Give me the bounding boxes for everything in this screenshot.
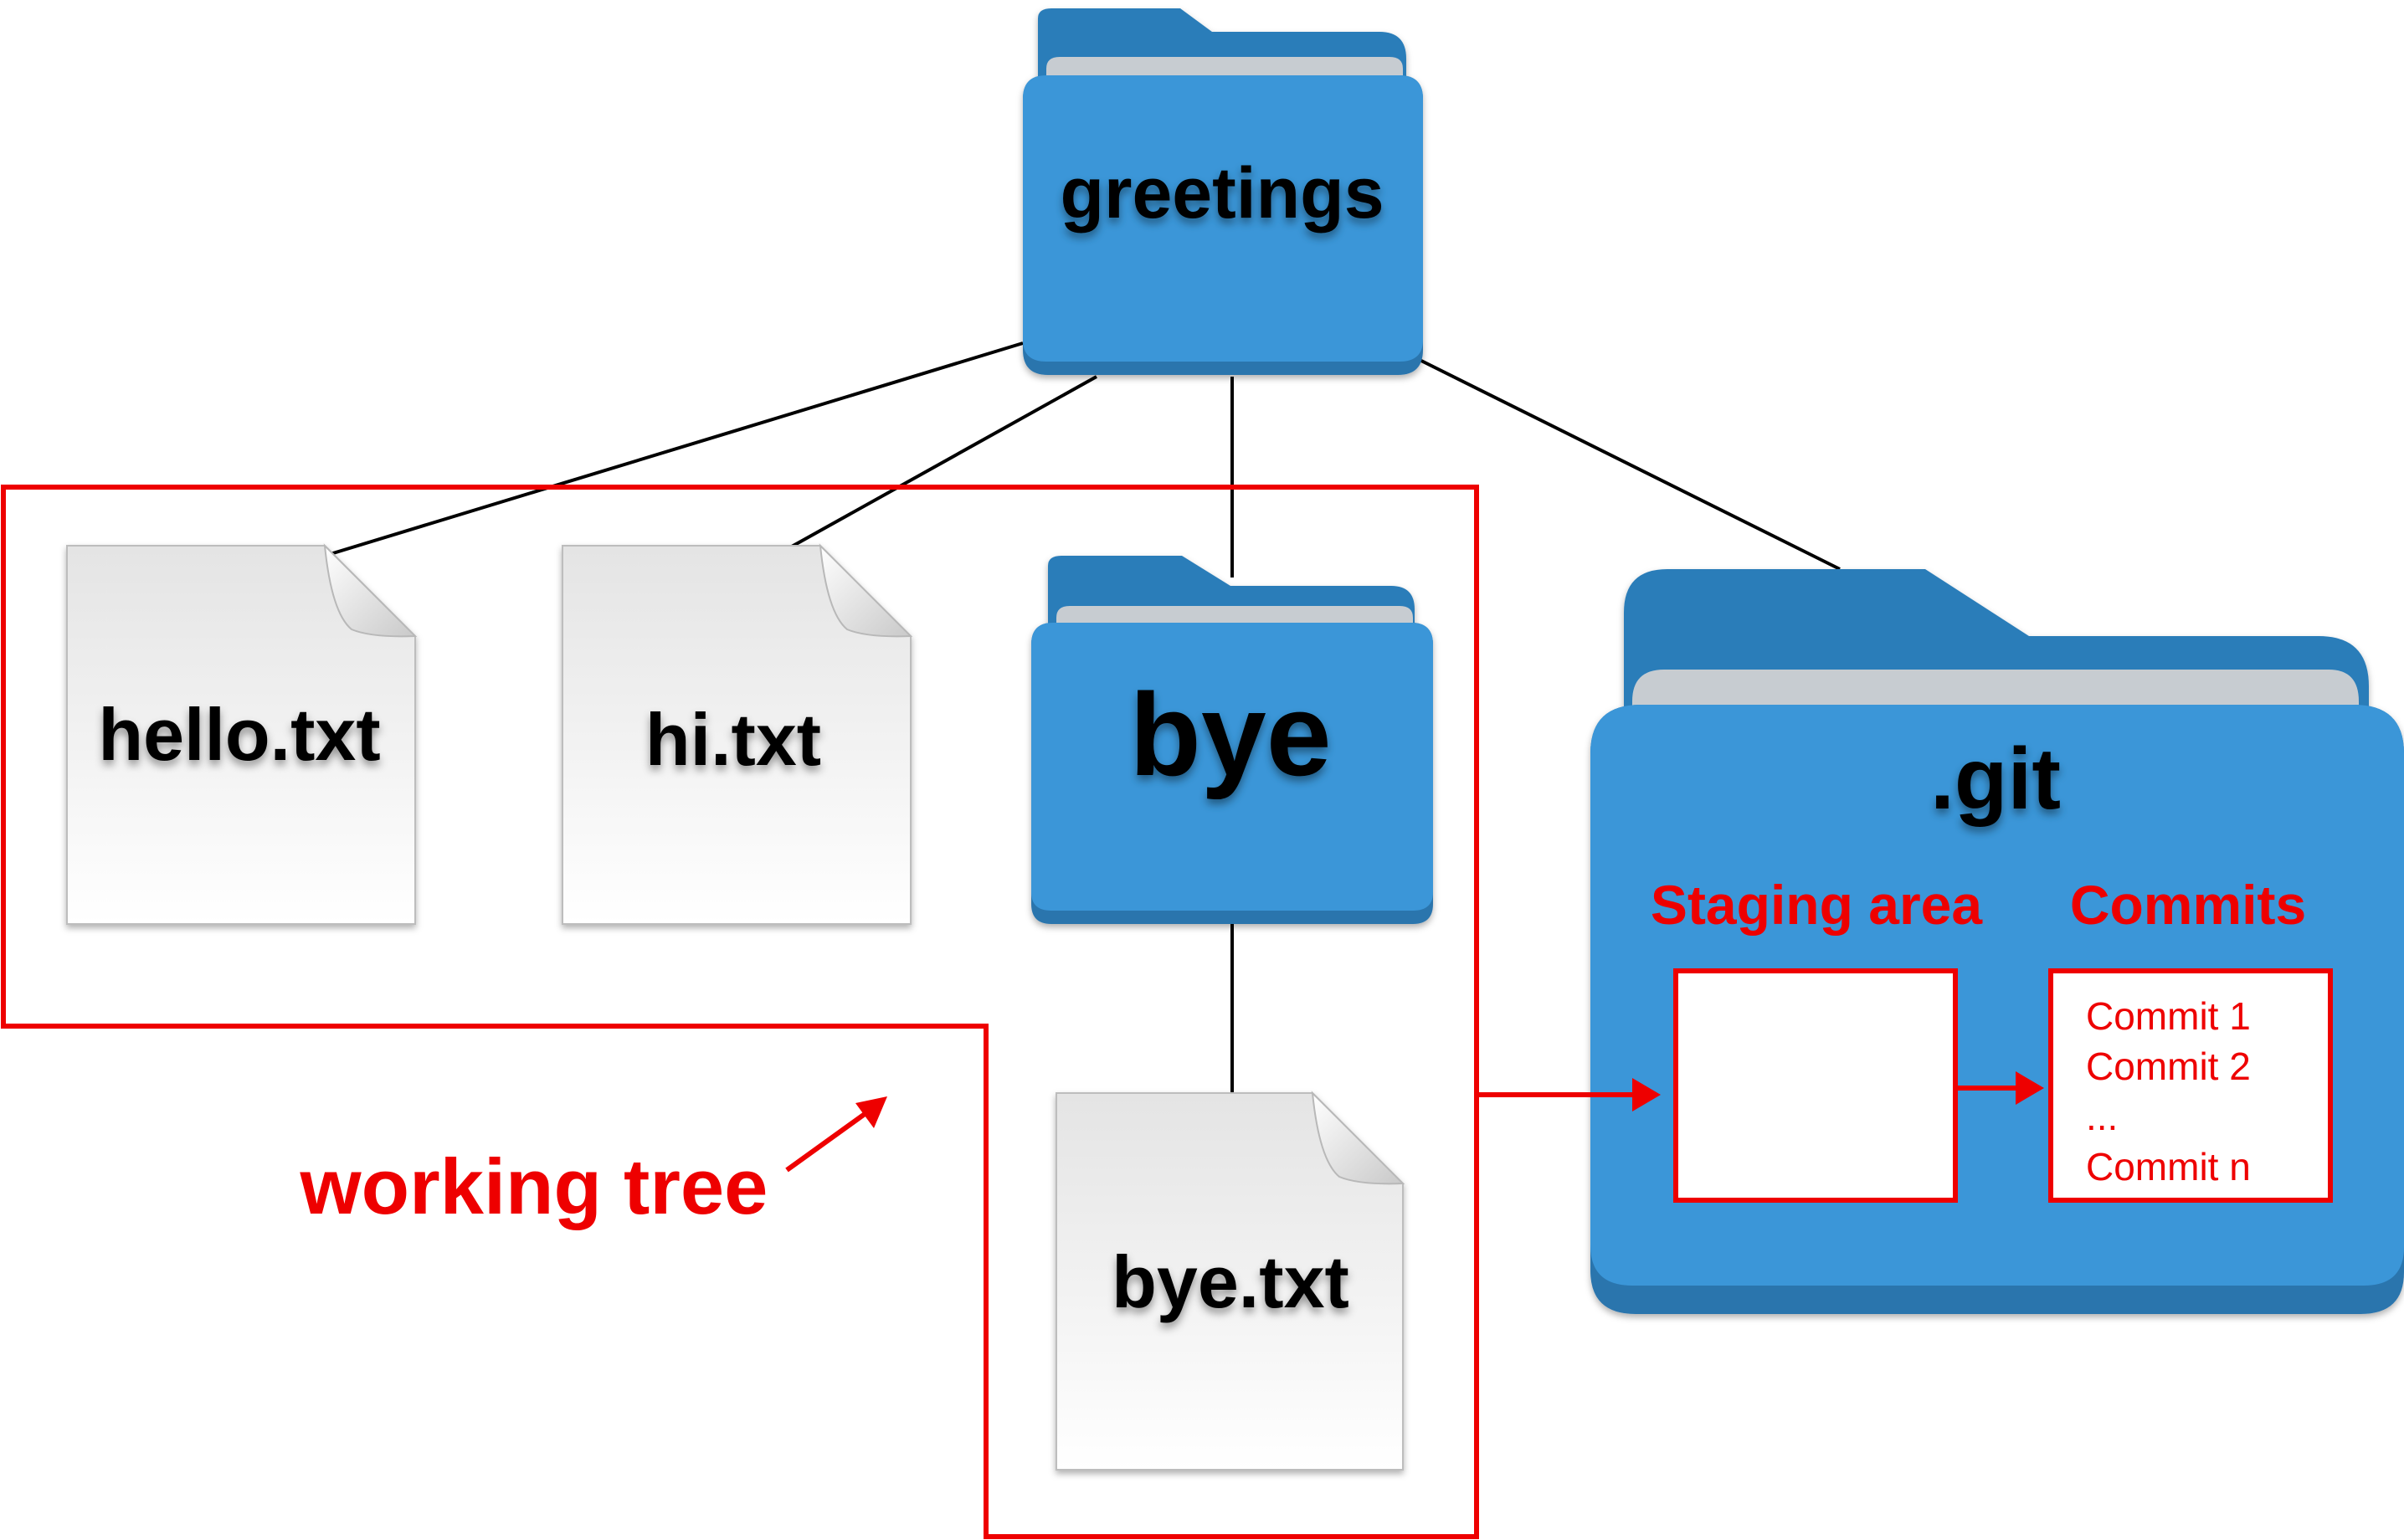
arrow-label-to-working-tree [785,1107,872,1173]
folder-greetings[interactable]: greetings [1023,8,1423,375]
flow-arrows [785,1071,2044,1173]
file-hello[interactable]: hello.txt [66,543,418,925]
folder-icon [1023,8,1423,375]
working-tree-label: working tree [300,1142,768,1230]
folder-bye[interactable]: bye [1031,556,1433,924]
arrow-head-icon [1632,1078,1661,1111]
commit-item: Commit 2 [2086,1045,2251,1088]
folder-bye-label: bye [1129,669,1331,800]
file-bye-txt[interactable]: bye.txt [1056,1091,1405,1471]
file-bye-txt-label: bye.txt [1112,1240,1349,1323]
commit-item: Commit n [2086,1145,2251,1188]
tree-connectors [324,341,1841,1093]
connector-greetings-git [1419,358,1841,571]
folder-icon [1031,556,1433,924]
commits-box [2048,968,2333,1203]
file-icon [1056,1091,1405,1471]
staging-area-box [1673,968,1958,1203]
folder-git[interactable]: .git Staging area Commits Commit 1 Commi… [1590,569,2404,1314]
connector-greetings-hi [789,375,1097,549]
working-tree-outline [1,485,1479,1539]
file-hi[interactable]: hi.txt [562,543,913,925]
staging-area-title: Staging area [1651,874,1983,936]
file-hello-label: hello.txt [98,693,380,776]
commit-item: Commit 1 [2086,994,2251,1038]
commit-item: ... [2086,1095,2118,1138]
file-icon [66,543,418,925]
file-icon [562,543,913,925]
arrow-head-icon [2016,1071,2044,1105]
file-hi-label: hi.txt [645,698,821,781]
folder-greetings-label: greetings [1060,153,1384,234]
commits-title: Commits [2070,874,2306,936]
folder-git-label: .git [1930,731,2061,828]
connector-greetings-hello [324,341,1024,557]
arrow-head-icon [855,1096,887,1128]
